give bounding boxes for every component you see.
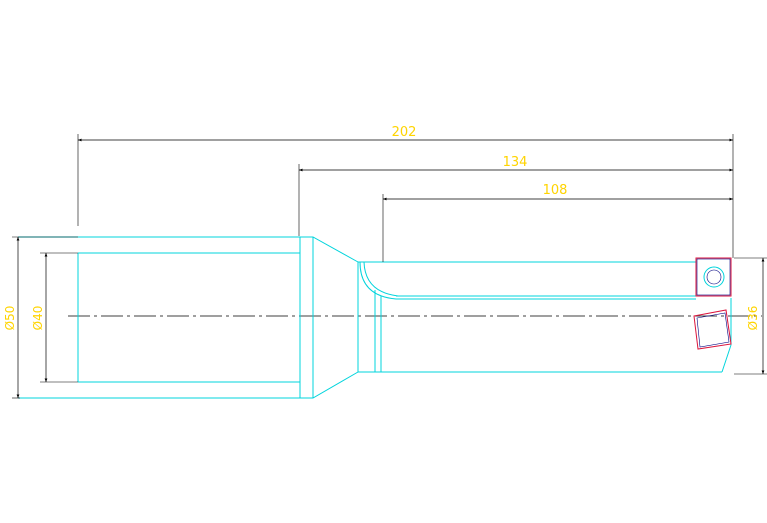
dimension-134-label: 134 (503, 155, 528, 170)
cone-upper (300, 236, 359, 263)
dimension-d50: Ø50 (3, 237, 20, 398)
shank-outline (18, 236, 301, 399)
dimension-202-label: 202 (392, 125, 417, 140)
insert-screw-icon (703, 266, 725, 288)
extension-lines (12, 134, 767, 399)
flute-curve (363, 261, 399, 297)
dimension-202: 202 (78, 125, 733, 142)
dimension-d40-label: Ø40 (31, 306, 45, 331)
upper-insert (695, 257, 732, 297)
dimension-d36: Ø36 (746, 258, 765, 374)
tool-body (18, 236, 732, 399)
dimension-108-label: 108 (543, 183, 568, 198)
dimension-134: 134 (299, 155, 733, 172)
cone-lower (300, 371, 359, 399)
dimension-d50-label: Ø50 (3, 306, 17, 331)
dimension-108: 108 (383, 183, 733, 201)
dimension-d40: Ø40 (31, 253, 48, 382)
dimension-d36-label: Ø36 (746, 306, 760, 331)
lower-insert (693, 309, 732, 350)
